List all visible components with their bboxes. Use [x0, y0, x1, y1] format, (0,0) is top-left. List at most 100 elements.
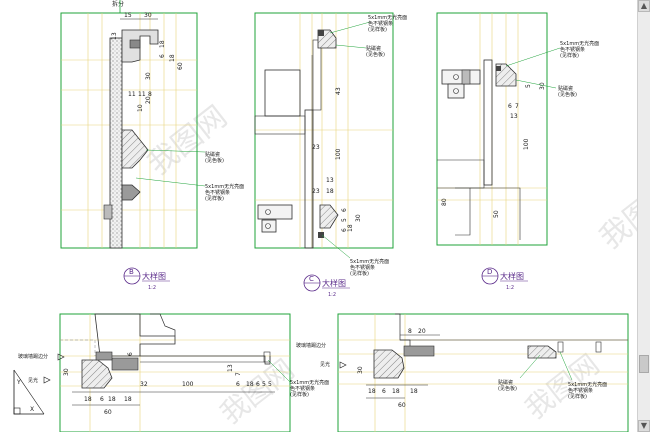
callout-top-c: 5x1mm无光亮面 色不锈钢条 (见样板) [329, 14, 407, 34]
frame-b [60, 12, 198, 249]
callout-text: 贴磁瓷 [498, 379, 513, 386]
dim-text: 18 [246, 381, 254, 388]
side-label: 玻璃墙踢边分 [296, 342, 326, 349]
callout-text: 5x1mm无光亮面 [568, 381, 607, 388]
dim-text: 18 [159, 40, 166, 48]
callout-strip-e: 5x1mm无光亮面 色不锈钢条 (见样板) [267, 359, 329, 398]
side-label: 玻璃墙踢边分 [18, 353, 48, 360]
callout-text: (见色板) [498, 385, 517, 392]
dim-text: 8 [408, 328, 412, 335]
dim-text: 13 [510, 113, 518, 120]
dim-text: 5 [341, 218, 348, 222]
dim-text: 32 [140, 381, 148, 388]
detail-c: 43 23 100 13 23 18 30 6 5 6 18 5x1mm无光亮面… [254, 12, 407, 298]
callout-text: (见样板) [350, 270, 369, 277]
dim-text: 6 [127, 352, 134, 356]
dim-text: 18 [368, 388, 376, 395]
dim-text: 6 [508, 103, 512, 110]
upper-profile-e [94, 313, 176, 357]
dim-text: 20 [145, 96, 152, 104]
dim-text: 23 [312, 144, 320, 151]
callout-text: 色不锈钢条 [350, 264, 375, 271]
dims-f: 8 20 30 18 6 18 18 60 [357, 328, 440, 409]
dim-text: 10 [137, 104, 144, 112]
dim-text: 100 [335, 148, 342, 160]
side-label: 见光 [28, 377, 38, 384]
callout-text: (见样板) [568, 393, 587, 400]
trim-profile-f [373, 349, 405, 379]
callout-text: 色不锈钢条 [205, 189, 230, 196]
dim-text: 6 [341, 228, 348, 232]
title-b: B 大样图 1:2 [123, 267, 170, 291]
dim-text: 30 [63, 368, 70, 376]
dim-text: 18 [326, 188, 334, 195]
dim-text: 11 [128, 91, 136, 98]
axis-label-x: X [30, 406, 34, 413]
dim-text: 30 [144, 12, 152, 19]
dim-text: 18 [84, 396, 92, 403]
callout-trim-d: 贴磁瓷 (见色板) [515, 79, 577, 98]
callout-text: (见样板) [368, 26, 387, 33]
dim-text: 30 [539, 82, 546, 90]
hinge-d [441, 69, 481, 99]
dim-text: 13 [111, 32, 118, 40]
callout-text: 贴磁瓷 [558, 85, 573, 92]
top-split-label: 拆分 [112, 0, 124, 8]
dims-b: 15 30 13 18 6 18 60 11 11 8 30 20 10 [111, 12, 184, 112]
dim-text: 18 [169, 54, 176, 62]
title-d: D 大样图 1:2 [481, 267, 528, 291]
title-letter: C [309, 275, 314, 283]
trim-profile-e [81, 359, 113, 389]
title-text: 大样图 [500, 271, 524, 281]
dim-text: 7 [235, 372, 242, 376]
dim-text: 60 [177, 62, 184, 70]
dim-text: 5 [262, 381, 266, 388]
side-labels-e: 玻璃墙踢边分 见光 [18, 353, 65, 384]
callout-text: 色不锈钢条 [290, 385, 315, 392]
callout-text: 5x1mm无光亮面 [205, 183, 244, 190]
callout-text: 色不锈钢条 [568, 387, 593, 394]
frame-e [59, 313, 291, 432]
vertical-scrollbar[interactable]: ▲ ▼ [637, 0, 650, 432]
title-scale: 1:2 [328, 292, 336, 298]
scroll-down-button[interactable]: ▼ [638, 420, 650, 432]
side-labels-f: 玻璃墙踢边分 见光 [296, 342, 347, 369]
callout-strip-f: 5x1mm无光亮面 色不锈钢条 (见样板) [559, 351, 607, 400]
axis-label-y: Y [16, 379, 21, 386]
dim-text: 18 [392, 388, 400, 395]
wall-c [304, 109, 314, 249]
callout-strip-b: 5x1mm无光亮面 色不锈钢条 (见样板) [135, 177, 244, 202]
detail-f: 玻璃墙踢边分 见光 8 20 30 18 6 18 18 60 贴磁瓷 (见色板… [296, 313, 629, 432]
trim-profile-c-bottom [319, 204, 339, 229]
dim-text: 18 [410, 388, 418, 395]
dim-text: 30 [145, 72, 152, 80]
watermark: 我图网 我图网 我图网 我图网 [141, 99, 650, 430]
watermark-text: 我图网 [141, 99, 233, 182]
dim-text: 6 [341, 208, 348, 212]
side-label: 见光 [320, 361, 330, 368]
title-letter: B [129, 268, 134, 276]
scroll-up-button[interactable]: ▲ [638, 0, 650, 12]
callout-text: 色不锈钢条 [560, 46, 585, 53]
trim-profile-b [121, 129, 149, 169]
box-c [264, 69, 301, 117]
detail-e: 玻璃墙踢边分 见光 30 13 7 6 18 6 18 18 60 32 100… [13, 313, 329, 432]
dim-text: 43 [335, 87, 342, 95]
title-letter: D [487, 268, 492, 276]
dim-text: 60 [104, 409, 112, 416]
scroll-thumb[interactable] [639, 355, 649, 373]
dim-text: 6 [100, 396, 104, 403]
callout-text: (见色板) [366, 51, 385, 58]
dims-d: 5 30 6 7 13 100 80 50 [441, 82, 546, 218]
dim-text: 20 [418, 328, 426, 335]
dim-text: 6 [159, 54, 166, 58]
detail-d: 5 30 6 7 13 100 80 50 5x1mm无光亮面 色不锈钢条 (见… [436, 12, 599, 291]
callout-text: 贴磁瓷 [205, 151, 220, 158]
callout-text: (见色板) [558, 91, 577, 98]
dim-text: 13 [326, 177, 334, 184]
dim-text: 5 [525, 84, 532, 88]
dim-text: 7 [515, 103, 519, 110]
hinge-c [257, 204, 293, 233]
title-scale: 1:2 [506, 285, 514, 291]
